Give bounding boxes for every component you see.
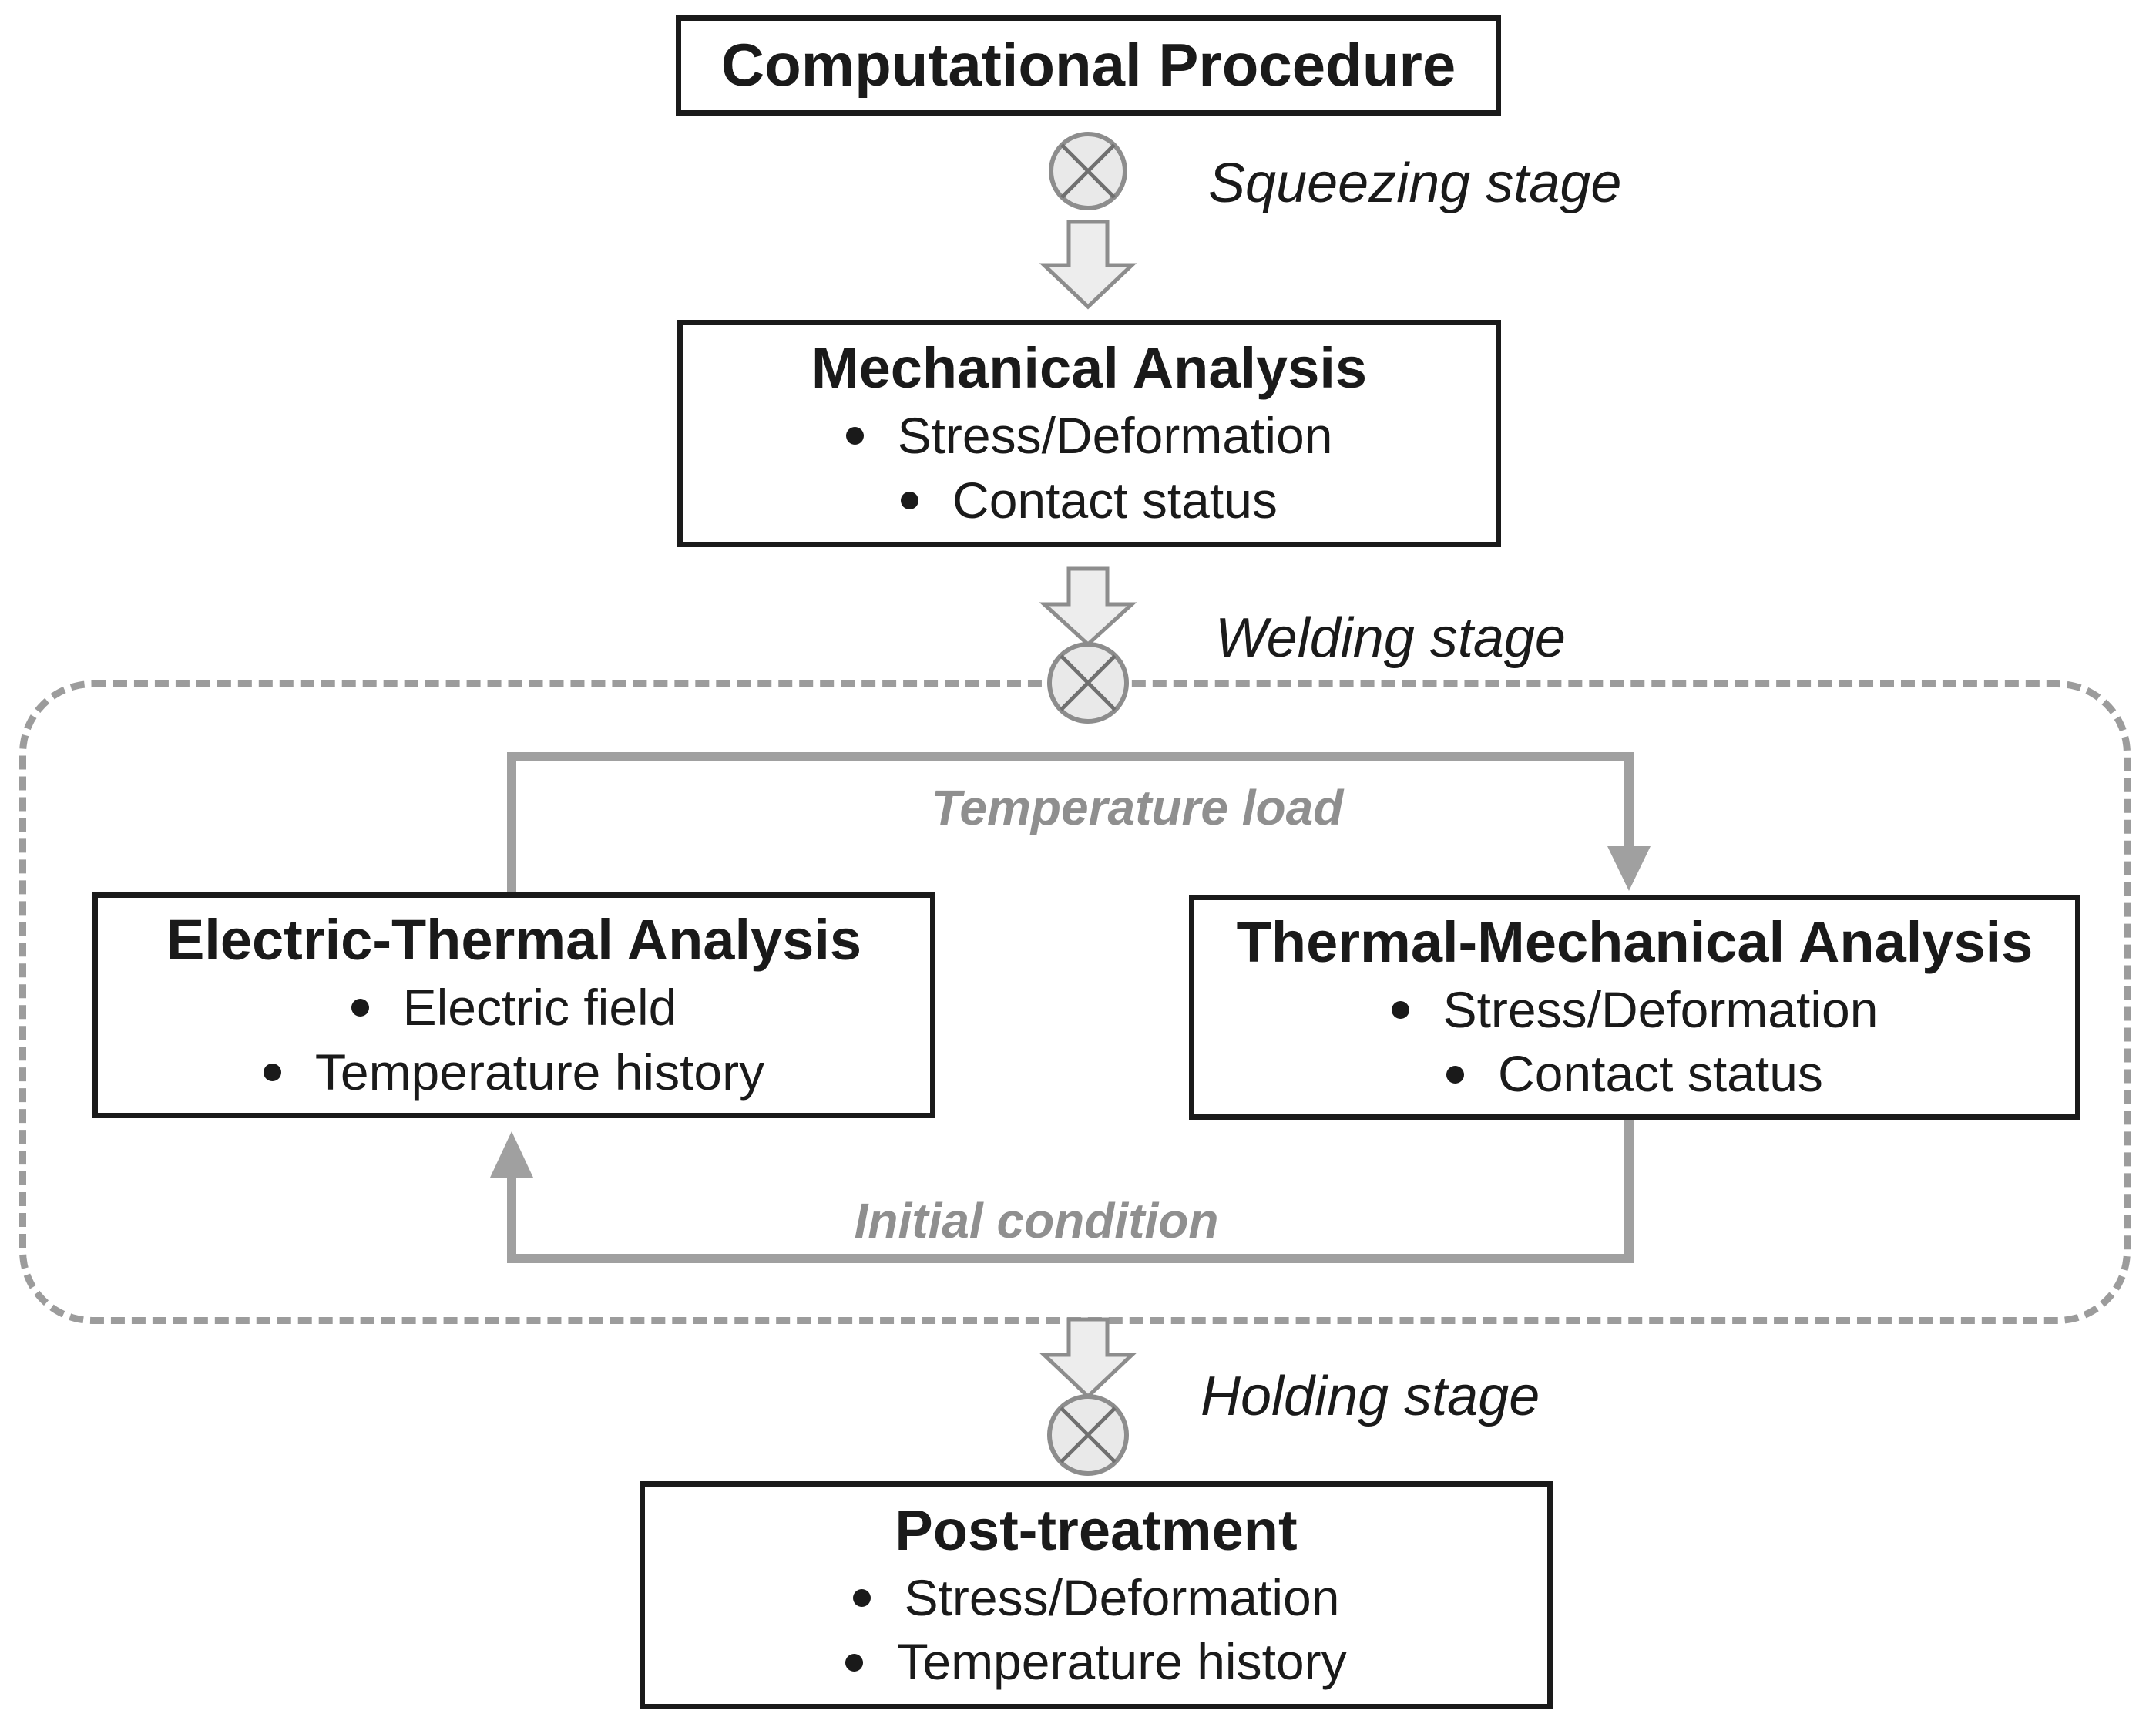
welding-stage-label: Welding stage xyxy=(1215,607,1566,669)
list-item-label: Temperature history xyxy=(314,1043,765,1101)
holding-stage-label: Holding stage xyxy=(1201,1366,1540,1427)
list-item-label: Stress/Deformation xyxy=(897,407,1333,465)
welding-crossed-circle-icon xyxy=(1047,642,1129,724)
list-item-label: Temperature history xyxy=(897,1633,1347,1691)
title-box: Computational Procedure xyxy=(676,15,1501,116)
squeezing-crossed-circle-icon xyxy=(1049,132,1127,210)
page-title: Computational Procedure xyxy=(720,31,1456,99)
list-item: Temperature history xyxy=(845,1633,1347,1692)
holding-crossed-circle-icon xyxy=(1047,1394,1129,1476)
list-item-label: Contact status xyxy=(952,471,1278,529)
electric-thermal-analysis-title: Electric-Thermal Analysis xyxy=(166,908,862,973)
initial-condition-arrow xyxy=(490,1117,1634,1263)
list-item-label: Stress/Deformation xyxy=(904,1568,1340,1626)
list-item: Stress/Deformation xyxy=(845,407,1333,465)
holding-down-arrow-icon xyxy=(1039,1317,1137,1400)
bullet-icon xyxy=(1446,1065,1465,1084)
list-item: Stress/Deformation xyxy=(1391,980,1879,1040)
initial-condition-label: Initial condition xyxy=(854,1193,1219,1248)
bullet-icon xyxy=(351,999,369,1017)
bullet-icon xyxy=(845,427,864,445)
list-item-label: Electric field xyxy=(402,979,677,1037)
squeezing-stage-label: Squeezing stage xyxy=(1208,153,1622,214)
thermal-mechanical-analysis-title: Thermal-Mechanical Analysis xyxy=(1236,909,2033,974)
list-item: Stress/Deformation xyxy=(852,1568,1340,1628)
post-treatment-title: Post-treatment xyxy=(895,1497,1298,1562)
list-item: Electric field xyxy=(351,979,677,1037)
temperature-load-arrow xyxy=(507,752,1651,896)
temperature-load-label: Temperature load xyxy=(931,780,1344,835)
thermal-mechanical-analysis-box: Thermal-Mechanical Analysis Stress/Defor… xyxy=(1189,895,2080,1120)
bullet-icon xyxy=(263,1064,281,1082)
list-item: Temperature history xyxy=(263,1043,765,1102)
mechanical-analysis-box: Mechanical Analysis Stress/Deformation C… xyxy=(677,320,1501,547)
electric-thermal-analysis-box: Electric-Thermal Analysis Electric field… xyxy=(92,892,935,1118)
list-item: Contact status xyxy=(1446,1045,1823,1104)
bullet-icon xyxy=(845,1653,864,1672)
list-item: Contact status xyxy=(901,472,1278,530)
welding-down-arrow-icon xyxy=(1039,566,1137,647)
mechanical-analysis-title: Mechanical Analysis xyxy=(811,336,1368,401)
squeezing-down-arrow-icon xyxy=(1039,220,1137,310)
list-item-label: Contact status xyxy=(1498,1045,1823,1103)
bullet-icon xyxy=(901,492,919,510)
bullet-icon xyxy=(852,1588,871,1607)
post-treatment-box: Post-treatment Stress/Deformation Temper… xyxy=(640,1481,1553,1709)
list-item-label: Stress/Deformation xyxy=(1442,980,1879,1038)
bullet-icon xyxy=(1391,1000,1409,1019)
